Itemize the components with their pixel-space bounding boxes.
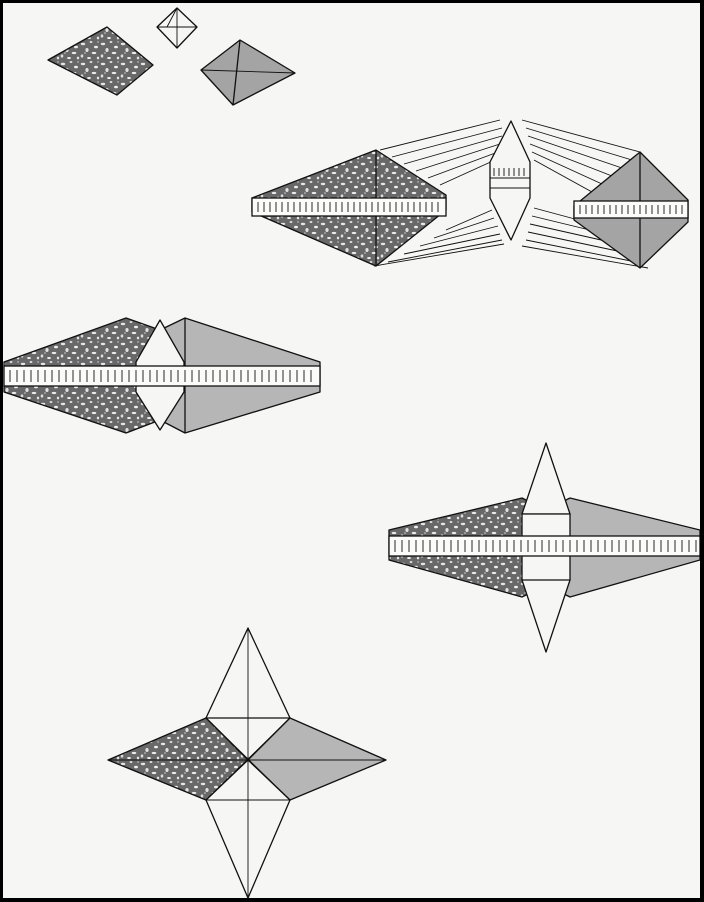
gray-half-solid [574, 152, 688, 268]
panel-4-joined-with-vertical-point [389, 443, 700, 652]
speckled-half-solid [48, 27, 153, 95]
band [389, 536, 700, 556]
figure-canvas [3, 3, 700, 898]
panel-3-joined-horizontal [4, 318, 320, 433]
gray-half-solid [201, 40, 295, 105]
band [4, 366, 320, 386]
panel-1-separate-halves [48, 8, 295, 105]
left-band [252, 198, 446, 216]
center-octahedron [490, 121, 530, 240]
panel-5-four-point-star [108, 628, 386, 898]
white-top-point [522, 443, 570, 514]
white-bottom-point [522, 580, 570, 652]
small-octahedron [157, 8, 197, 48]
panel-2-exploded-assembly [252, 120, 688, 268]
geometric-solids-diagram [3, 3, 700, 898]
